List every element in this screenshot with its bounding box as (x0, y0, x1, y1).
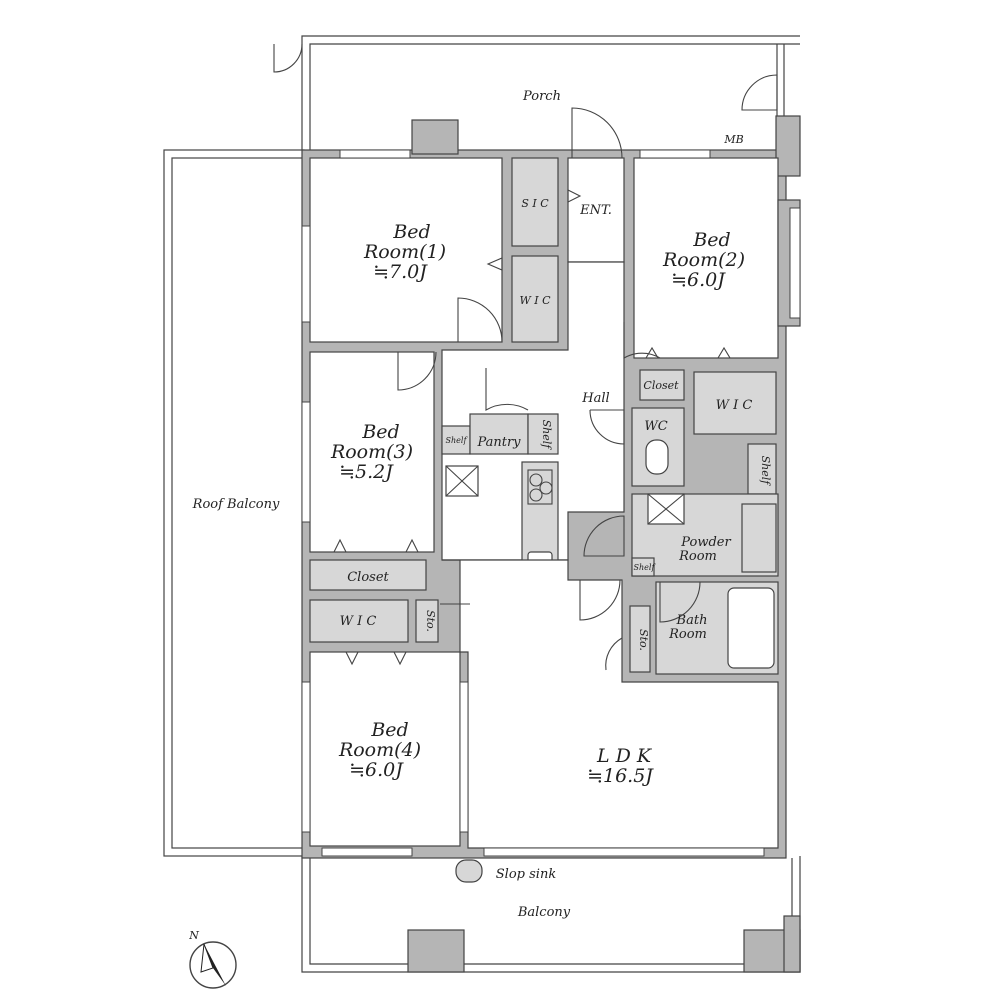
closet-right-label: Closet (643, 379, 679, 392)
cooktop-icon (527, 469, 553, 505)
outer-boundary (273, 35, 800, 150)
ldk-size: ≒16.5J (587, 765, 654, 787)
wic-left-label: W I C (340, 614, 377, 629)
bedroom-3-size: ≒5.2J (339, 461, 394, 483)
bedroom-1 (309, 157, 503, 343)
bedroom-4-label-2: Room(4) (338, 739, 421, 761)
ldk-label: L D K (596, 745, 653, 767)
bedroom-4-label: Bed (370, 719, 408, 741)
hall-label: Hall (581, 391, 609, 406)
closet-left (309, 559, 427, 591)
bedroom-2-size: ≒6.0J (671, 269, 726, 291)
shelf-pantry-right-label: Shelf (540, 420, 553, 451)
windows (301, 149, 765, 857)
compass-north-label: N (188, 929, 199, 942)
shelf-pantry-right (527, 413, 559, 455)
toilet-icon (645, 439, 669, 475)
bedroom-1-size: ≒7.0J (373, 261, 428, 283)
bathtub-icon (727, 587, 775, 669)
bedroom-4-size: ≒6.0J (349, 759, 404, 781)
bedroom-3-label-2: Room(3) (330, 441, 413, 463)
wic-top (511, 255, 559, 343)
powder-room-label: Powder (680, 535, 731, 550)
roof-balcony-label: Roof Balcony (192, 497, 280, 512)
bedroom-3-label: Bed (361, 421, 399, 443)
bath-room-label: Bath (676, 613, 708, 628)
sic-label: S I C (521, 197, 549, 210)
doors (397, 107, 701, 671)
bedroom-1-label-2: Room(1) (363, 241, 446, 263)
porch-label: Porch (522, 89, 561, 104)
balcony (301, 856, 801, 973)
wic-right (693, 371, 777, 435)
bedroom-2-label: Bed (692, 229, 730, 251)
shelf-powder-label: Shelf (634, 563, 657, 572)
closet-right (639, 369, 685, 401)
bedroom-1-label: Bed (392, 221, 430, 243)
mb-label: MB (723, 133, 743, 146)
sto-right-label: Sto. (637, 629, 650, 651)
bath-room-label-2: Room (668, 627, 707, 642)
pantry-label: Pantry (476, 435, 521, 450)
bedroom-2 (633, 157, 779, 359)
balcony-label: Balcony (517, 905, 571, 920)
slop-sink-icon (455, 859, 483, 883)
bedroom-2-label-2: Room(2) (662, 249, 745, 271)
shelf-powder (631, 557, 655, 577)
ent-label: ENT. (579, 203, 612, 218)
compass-icon: N (188, 929, 237, 989)
shelf-pantry-left-label: Shelf (446, 436, 469, 445)
wic-top-label: W I C (519, 294, 551, 307)
sto-left-label: Sto. (424, 610, 437, 632)
bedroom-4 (309, 651, 461, 847)
closet-left-label: Closet (347, 570, 389, 585)
fridge-icon (445, 465, 479, 497)
shelf-right-label: Shelf (759, 456, 772, 487)
wc-label: WC (644, 419, 667, 434)
slop-sink-label: Slop sink (496, 867, 557, 882)
sto-right (629, 605, 651, 673)
sic-closet (511, 157, 559, 247)
wic-right-label: W I C (716, 398, 753, 413)
bedroom-3 (309, 351, 435, 553)
wic-left (309, 599, 409, 643)
entrance (567, 157, 625, 263)
powder-room-label-2: Room (678, 549, 717, 564)
door-markers (333, 189, 731, 666)
ldk (442, 559, 779, 849)
sto-left (415, 599, 439, 643)
